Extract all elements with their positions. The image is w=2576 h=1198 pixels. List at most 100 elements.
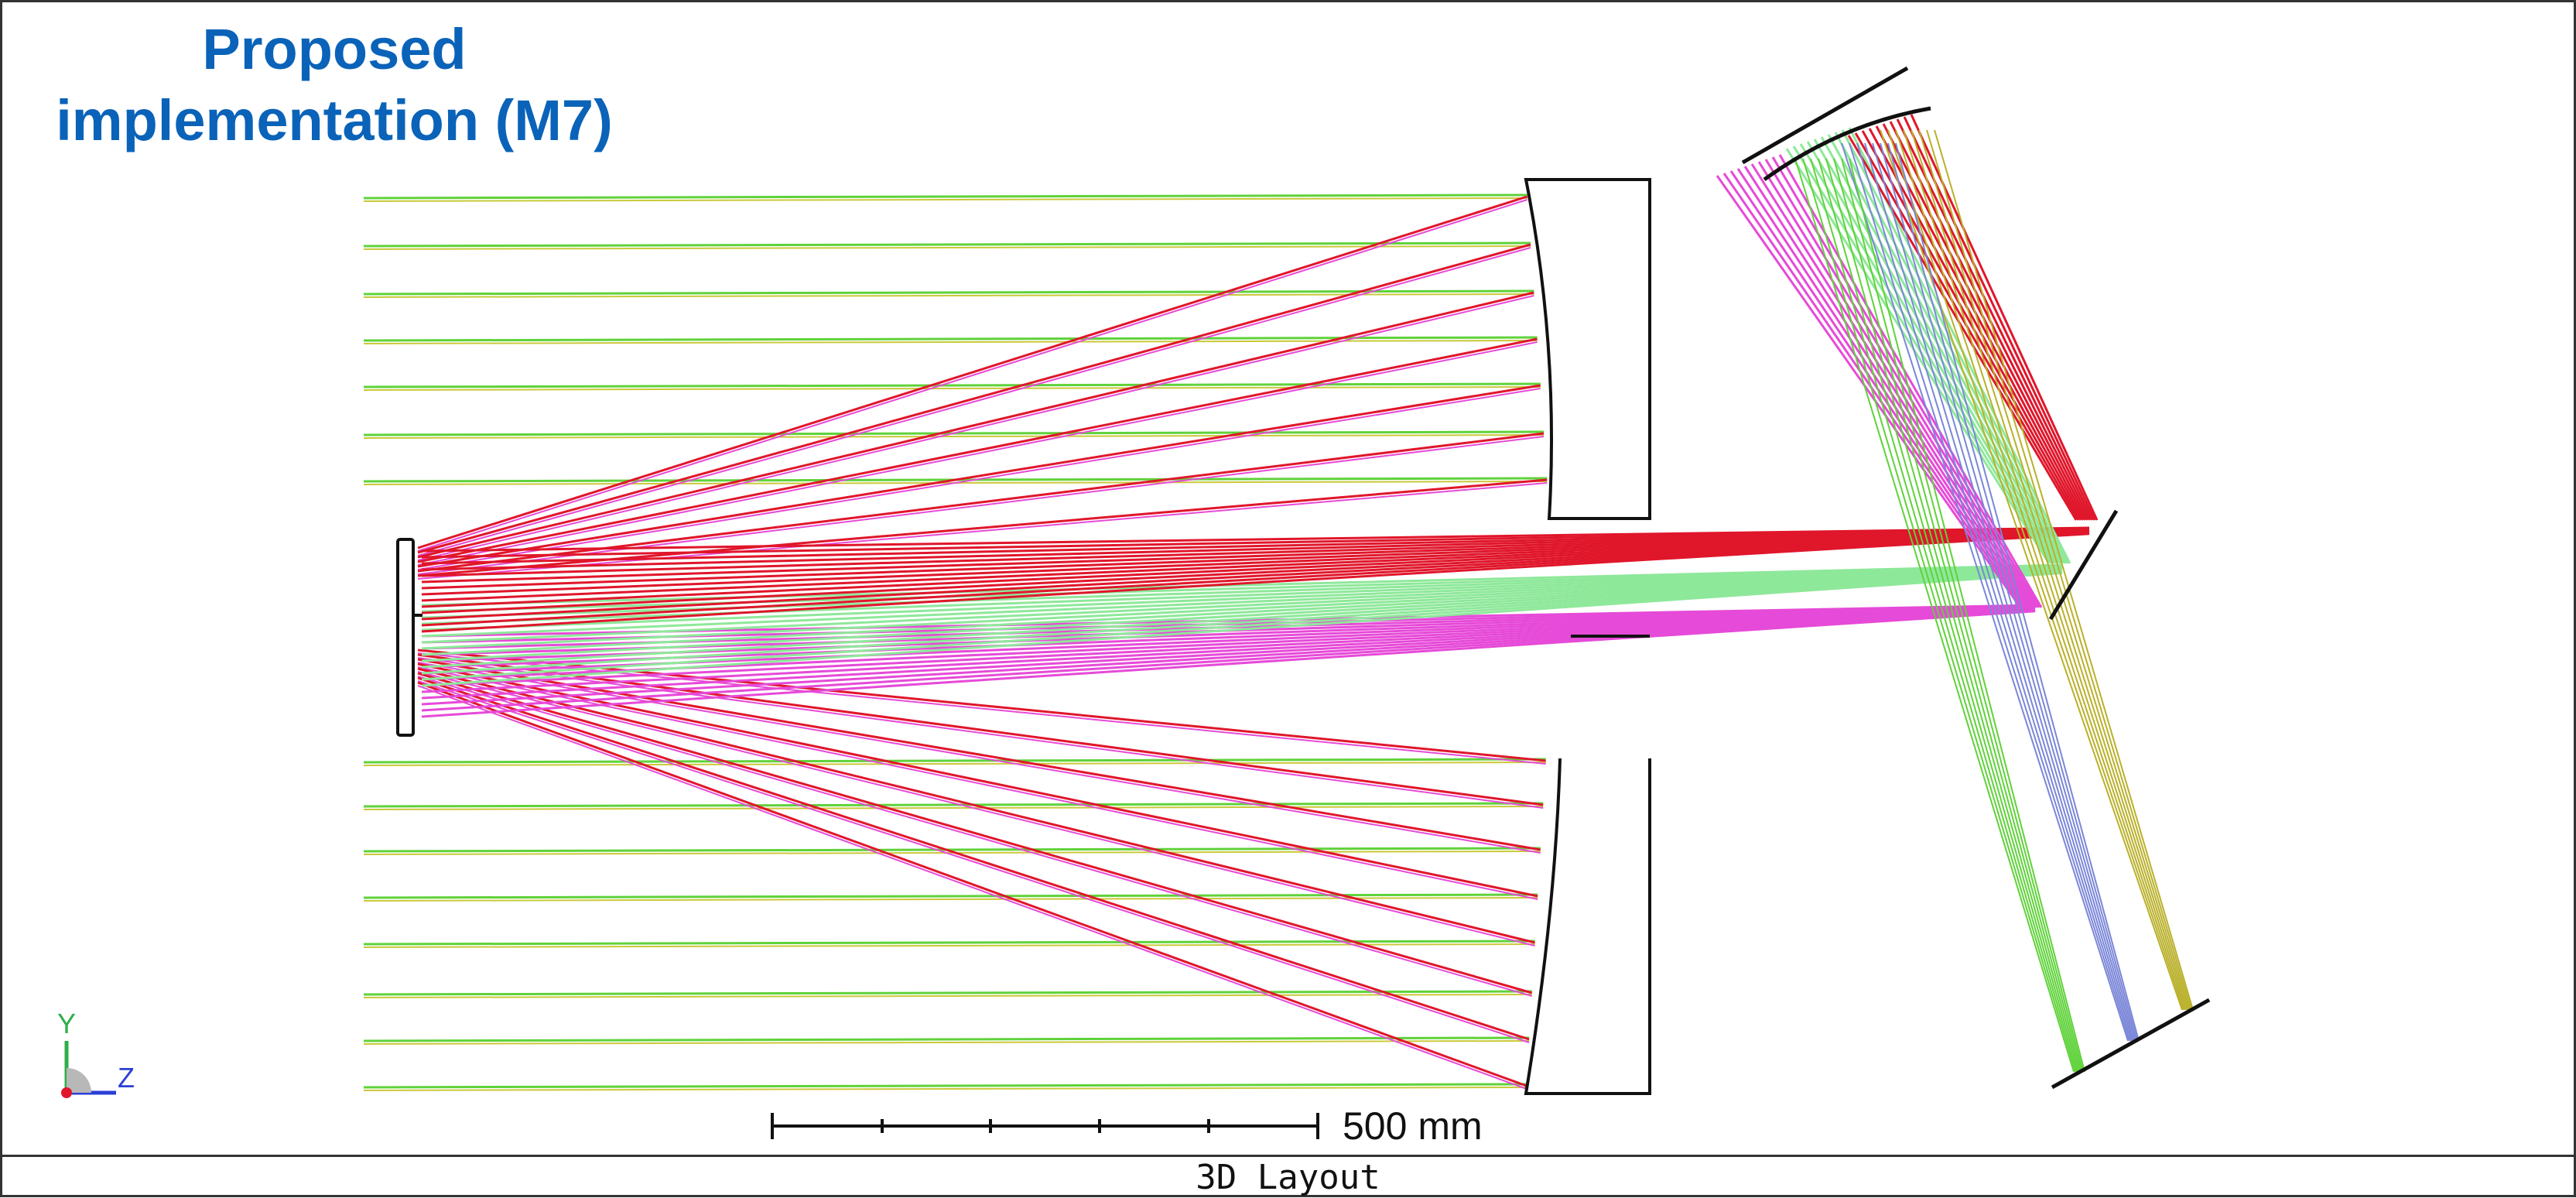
converging-ray: [417, 341, 1538, 566]
axis-y-label: Y: [57, 1008, 76, 1039]
focal-ray: [1872, 142, 2135, 1042]
relay-ray: [421, 527, 2090, 565]
converging-ray: [417, 662, 1541, 854]
scale-bar: [771, 1113, 1319, 1139]
focal-ray: [1849, 142, 2130, 1042]
relay-ray: [421, 529, 2090, 596]
converging-ray: [417, 482, 1548, 580]
upper-ray: [1722, 173, 2024, 608]
upper-ray: [1868, 128, 2085, 521]
upper-ray: [1834, 132, 2067, 564]
relay-ray: [421, 529, 2090, 584]
focal-ray: [1887, 129, 2184, 1011]
upper-ray: [1847, 135, 2078, 521]
relay-ray: [421, 608, 2036, 687]
input-ray: [363, 241, 1531, 248]
focal-ray: [1841, 142, 2129, 1042]
relay-ray: [421, 571, 2063, 687]
upper-ray: [1750, 163, 2034, 608]
converging-ray: [417, 384, 1541, 568]
relay-ray: [421, 565, 2063, 625]
input-ray: [363, 1040, 1530, 1045]
input-ray: [363, 806, 1544, 810]
converging-ray: [417, 653, 1544, 806]
input-ray: [363, 893, 1538, 899]
secondary-mirror: [396, 538, 422, 737]
relay-ray: [421, 566, 2063, 632]
relay-ray: [421, 530, 2090, 602]
focal-ray: [1810, 158, 2078, 1073]
upper-ray: [1757, 161, 2036, 608]
input-ray: [363, 293, 1534, 298]
diagram-title: Proposed implementation (M7): [17, 14, 652, 156]
focal-ray: [1794, 158, 2075, 1073]
relay-ray: [421, 529, 2090, 590]
axis-triad: Y Z: [57, 1008, 135, 1098]
upper-ray: [1736, 168, 2029, 608]
focal-ray: [1864, 142, 2133, 1042]
relay-ray: [421, 565, 2063, 619]
input-ray: [363, 193, 1527, 200]
relay-ray: [421, 532, 2090, 621]
relay-ray: [421, 569, 2063, 662]
converging-ray: [417, 295, 1534, 561]
relay-ray: [421, 563, 2063, 607]
converging-ray: [417, 666, 1538, 900]
relay-ray: [421, 568, 2063, 656]
converging-ray: [417, 667, 1535, 944]
relay-ray: [421, 526, 2090, 553]
input-ray: [363, 802, 1544, 808]
focal-ray: [1880, 142, 2136, 1042]
converging-ray: [417, 195, 1528, 549]
relay-ray: [421, 531, 2090, 614]
title-line-1: Proposed: [202, 17, 467, 81]
primary-mirror-lower: [1524, 758, 1651, 1095]
input-ray: [363, 434, 1545, 439]
converging-ray: [417, 676, 1532, 997]
converging-ray: [417, 658, 1541, 851]
converging-ray: [417, 681, 1527, 1087]
input-ray: [363, 1083, 1527, 1089]
secondary-to-fold-rays: [421, 526, 2090, 718]
focal-ray: [1802, 158, 2076, 1073]
focal-ray: [1818, 158, 2079, 1073]
converging-ray: [417, 199, 1527, 552]
upper-ray: [1875, 125, 2087, 521]
focal-ray: [1833, 158, 2082, 1073]
focal-ray: [1880, 129, 2183, 1011]
input-ray: [363, 943, 1535, 948]
tertiary-mirror: [1741, 66, 1931, 182]
focal-ray: [1856, 142, 2132, 1042]
relay-ray: [421, 568, 2063, 650]
relay-ray: [421, 564, 2063, 613]
converging-ray: [417, 243, 1531, 554]
converging-ray: [417, 672, 1533, 994]
tertiary-to-focal-rays: [1794, 129, 2194, 1073]
focal-ray: [1887, 142, 2138, 1042]
focal-ray: [1934, 129, 2194, 1011]
input-ray: [363, 1087, 1527, 1091]
scale-bar-label: 500 mm: [1343, 1104, 1483, 1148]
focal-ray: [1841, 158, 2084, 1073]
primary-mirror-upper: [1524, 178, 1651, 520]
converging-ray: [417, 337, 1538, 563]
focal-ray: [1911, 129, 2189, 1011]
converging-ray: [417, 291, 1534, 559]
converging-ray: [417, 436, 1545, 575]
converging-ray: [417, 662, 1538, 898]
converging-ray: [417, 247, 1531, 556]
converging-ray: [417, 685, 1527, 1090]
input-ray: [363, 289, 1534, 296]
relay-ray: [421, 609, 2036, 712]
upper-ray: [1716, 175, 2022, 608]
relay-ray: [421, 571, 2063, 681]
converging-ray: [417, 676, 1530, 1041]
converging-ray: [417, 680, 1530, 1043]
focal-plane: [2051, 998, 2211, 1090]
input-ray: [363, 847, 1541, 853]
title-line-2: implementation (M7): [56, 88, 613, 152]
relay-ray: [421, 566, 2063, 638]
focal-ray: [1895, 142, 2140, 1042]
input-ray: [363, 990, 1532, 996]
relay-ray: [421, 532, 2090, 627]
